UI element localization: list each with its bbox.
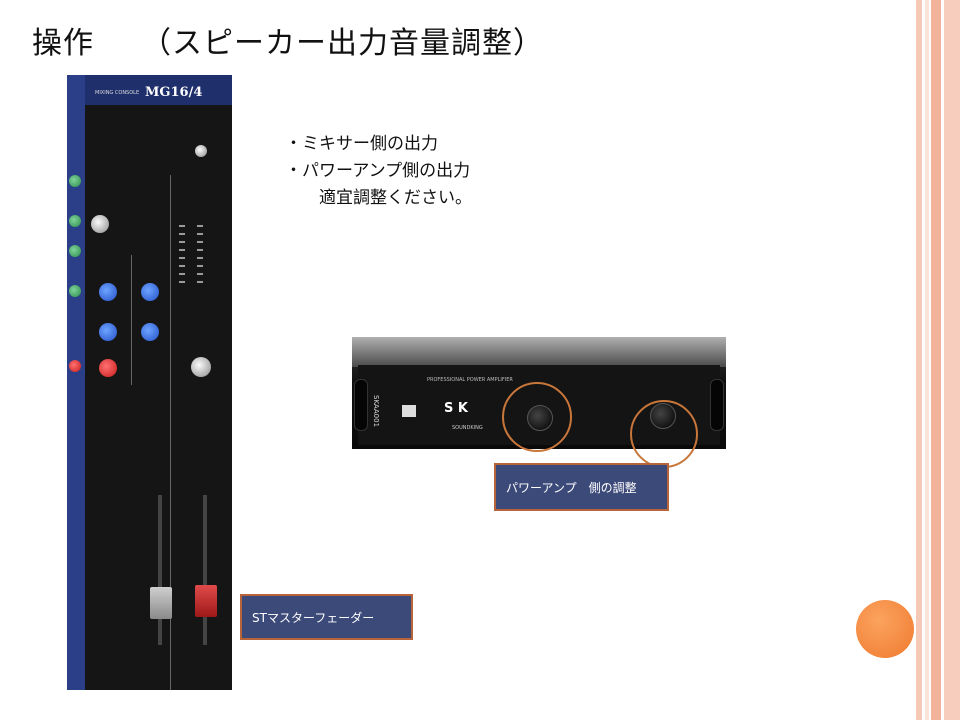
- knob: [69, 175, 81, 187]
- meter-led: [179, 273, 185, 275]
- meter-led: [179, 225, 185, 227]
- phones-jack: [195, 145, 207, 157]
- amp-handle: [354, 379, 368, 431]
- amp-side-text: SKAA001: [372, 395, 380, 428]
- amp-brand: S K: [444, 401, 468, 416]
- bullet-item: ・ミキサー側の出力: [285, 134, 438, 154]
- group-fader: [150, 587, 172, 619]
- slide-title: 操作 （スピーカー出力音量調整）: [32, 26, 544, 61]
- fader-callout: STマスターフェーダー: [240, 594, 413, 640]
- knob: [141, 283, 159, 301]
- decorative-circle: [856, 600, 914, 658]
- stripe: [925, 0, 929, 720]
- amp-callout: パワーアンプ 側の調整: [494, 463, 669, 511]
- st-master-fader: [195, 585, 217, 617]
- knob: [69, 360, 81, 372]
- divider: [170, 175, 171, 690]
- meter-led: [197, 233, 203, 235]
- meter-led: [197, 273, 203, 275]
- mixer-subtitle: MIXING CONSOLE: [95, 90, 140, 96]
- meter-led: [197, 281, 203, 283]
- amp-background: [352, 337, 726, 367]
- meter-led: [179, 241, 185, 243]
- knob: [141, 323, 159, 341]
- meter-led: [197, 265, 203, 267]
- amp-brand-sub: SOUNDKING: [452, 425, 483, 431]
- knob: [99, 323, 117, 341]
- knob: [99, 359, 117, 377]
- mixer-model: MG16/4: [145, 85, 203, 100]
- knob: [191, 357, 211, 377]
- meter-led: [197, 225, 203, 227]
- meter-led: [179, 265, 185, 267]
- fader-track: [158, 495, 162, 645]
- mixer-photo: MIXING CONSOLE MG16/4: [67, 75, 232, 690]
- fader-track: [203, 495, 207, 645]
- stripe: [944, 0, 960, 720]
- meter-led: [179, 249, 185, 251]
- highlight-circle: [630, 400, 698, 468]
- bullet-list: ・ミキサー側の出力 ・パワーアンプ側の出力 適宜調整ください。: [285, 131, 472, 212]
- meter-led: [179, 233, 185, 235]
- amp-label: PROFESSIONAL POWER AMPLIFIER: [427, 377, 513, 383]
- power-switch: [402, 405, 416, 417]
- highlight-circle: [502, 382, 572, 452]
- mixer-header: [85, 75, 232, 105]
- meter-led: [197, 249, 203, 251]
- amp-handle: [710, 379, 724, 431]
- bullet-item: 適宜調整ください。: [285, 188, 472, 208]
- knob: [69, 245, 81, 257]
- meter-led: [197, 241, 203, 243]
- meter-led: [179, 281, 185, 283]
- knob: [99, 283, 117, 301]
- stripe: [931, 0, 941, 720]
- mixer-side-panel: [67, 75, 85, 690]
- meter-led: [179, 257, 185, 259]
- bullet-item: ・パワーアンプ側の出力: [285, 161, 471, 181]
- stripe: [916, 0, 922, 720]
- divider: [131, 255, 132, 385]
- meter-led: [197, 257, 203, 259]
- knob: [69, 285, 81, 297]
- knob: [91, 215, 109, 233]
- knob: [69, 215, 81, 227]
- decorative-stripes: [916, 0, 960, 720]
